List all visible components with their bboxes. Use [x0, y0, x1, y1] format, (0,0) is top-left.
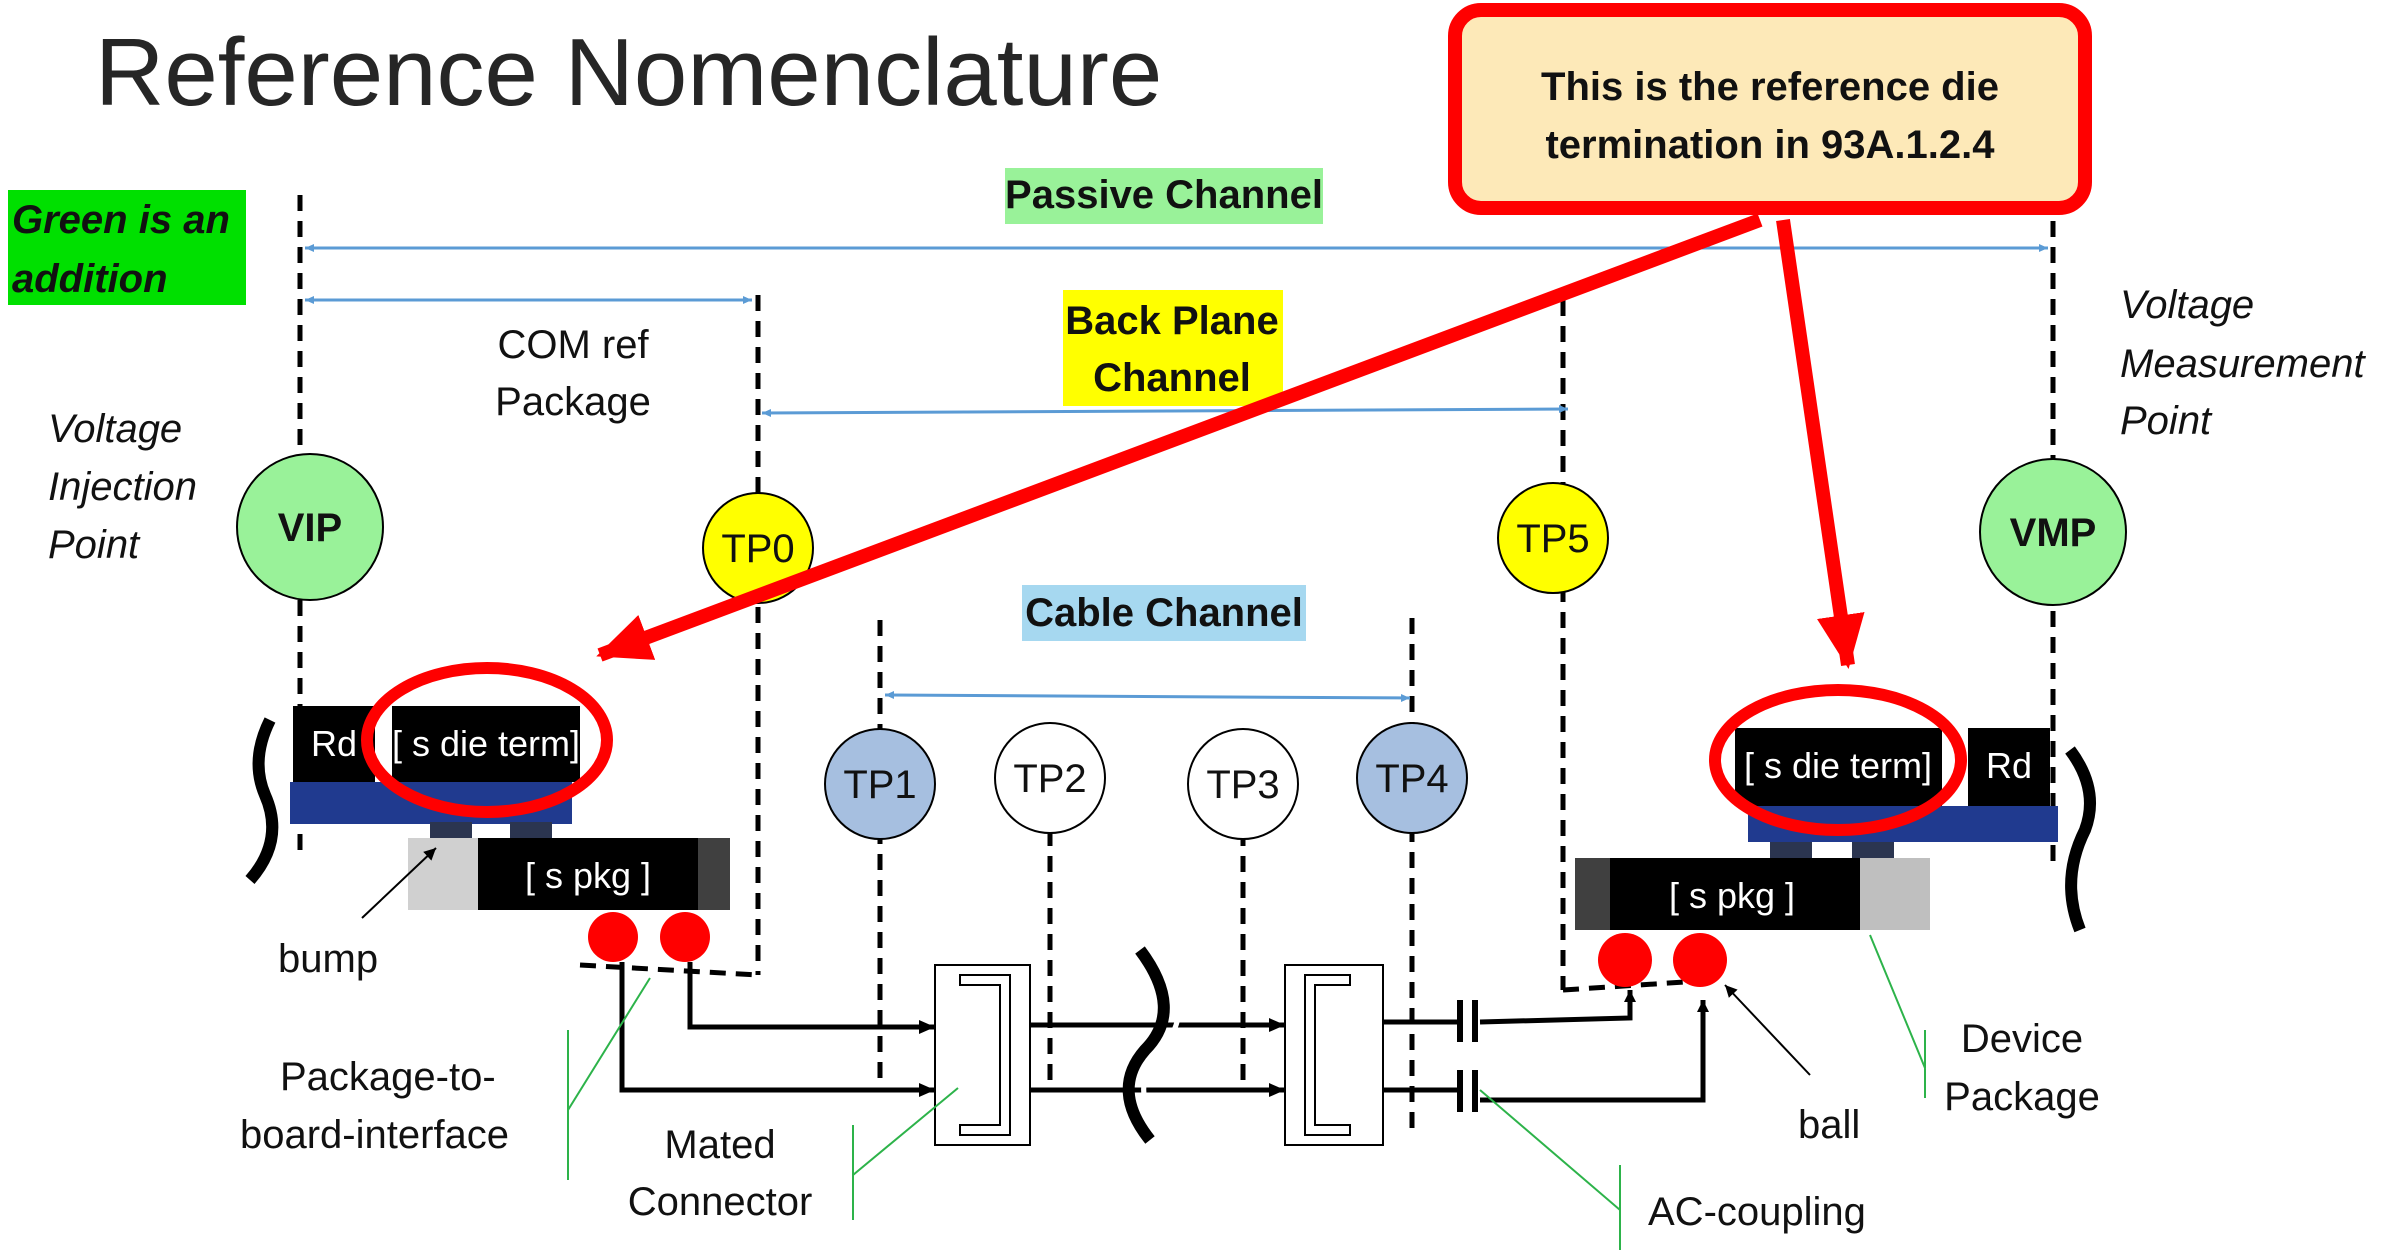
pkg-right: [ s pkg ] — [1669, 875, 1795, 916]
ac-coupling-caps — [1457, 1000, 1478, 1112]
tp2-node: TP2 — [994, 722, 1106, 834]
com-ref-label-1: COM ref — [497, 323, 649, 367]
tp0-node: TP0 — [702, 492, 814, 604]
callout-line-2: termination in 93A.1.2.4 — [1545, 123, 1995, 167]
bump-label: bump — [278, 937, 378, 981]
green-note-line2: addition — [12, 257, 168, 301]
mated-connector-label-2: Connector — [628, 1180, 813, 1224]
device-package-label-1: Device — [1961, 1017, 2083, 1061]
pkg-board-label-2: board-interface — [240, 1113, 509, 1157]
tp1-node-label: TP1 — [843, 763, 916, 807]
backplane-channel-bg — [1063, 290, 1283, 406]
vip-node-label: VIP — [278, 506, 342, 550]
mated-connector-right — [1284, 964, 1384, 1146]
mated-connector-left — [934, 964, 1031, 1146]
passive-channel-label: Passive Channel — [1005, 173, 1323, 217]
cable-break — [1122, 946, 1182, 1144]
die-term-left: [ s die term] — [392, 723, 580, 764]
red-arrow-left — [596, 213, 1763, 662]
device-package-label-2: Package — [1944, 1075, 2100, 1119]
channel-spans — [305, 244, 2048, 702]
tp3-node-label: TP3 — [1206, 763, 1279, 807]
rd-right: Rd — [1986, 745, 2032, 786]
tp4-node-label: TP4 — [1375, 757, 1448, 801]
highlight-left-die-term — [361, 662, 613, 818]
ac-coupling-label: AC-coupling — [1648, 1190, 1866, 1234]
backplane-channel-label-2: Channel — [1093, 356, 1251, 400]
vmp-desc-1: Voltage — [2120, 283, 2254, 327]
right-die-assembly: [ s die term] Rd [ s pkg ] — [1575, 728, 2108, 987]
pkg-board-left-dash — [579, 962, 759, 978]
cable-span — [884, 691, 1411, 702]
vip-desc-2: Injection — [48, 465, 197, 509]
callout-box: This is the reference die termination in… — [1448, 3, 2092, 215]
ball-label: ball — [1798, 1103, 1860, 1147]
page-title: Reference Nomenclature — [95, 19, 1162, 126]
com-ref-label-2: Package — [495, 380, 651, 424]
passive-channel-bg — [1005, 168, 1323, 224]
callout-line-1: This is the reference die — [1541, 65, 1999, 109]
green-note-line1: Green is an — [12, 198, 230, 242]
vip-desc-1: Voltage — [48, 407, 182, 451]
red-arrow-right — [1776, 218, 1865, 669]
vip-desc-3: Point — [48, 523, 141, 567]
vmp-desc-2: Measurement — [2120, 342, 2366, 386]
tp5-node: TP5 — [1497, 482, 1609, 594]
cable-channel-label: Cable Channel — [1025, 591, 1303, 635]
backplane-channel-label-1: Back Plane — [1065, 299, 1278, 343]
vmp-node: VMP — [1979, 458, 2127, 606]
left-die-assembly: Rd [ s die term] [ s pkg ] — [233, 706, 730, 962]
tp5-node-label: TP5 — [1516, 517, 1589, 561]
backplane-span — [761, 405, 1569, 417]
green-note: Green is an addition — [8, 190, 246, 305]
pkg-left: [ s pkg ] — [525, 855, 651, 896]
highlight-right-die-term — [1709, 684, 1967, 836]
mated-connector-label-1: Mated — [664, 1123, 775, 1167]
vmp-desc-3: Point — [2120, 399, 2213, 443]
pkg-board-label-1: Package-to- — [280, 1055, 496, 1099]
cable-channel-bg — [1022, 585, 1306, 641]
tp1-node: TP1 — [824, 728, 936, 840]
tp4-node: TP4 — [1356, 722, 1468, 834]
vip-node: VIP — [236, 453, 384, 601]
rd-left: Rd — [311, 723, 357, 764]
die-term-right: [ s die term] — [1744, 745, 1932, 786]
vmp-node-label: VMP — [2010, 511, 2097, 555]
tp0-node-label: TP0 — [721, 527, 794, 571]
tp2-node-label: TP2 — [1013, 757, 1086, 801]
tp3-node: TP3 — [1187, 728, 1299, 840]
